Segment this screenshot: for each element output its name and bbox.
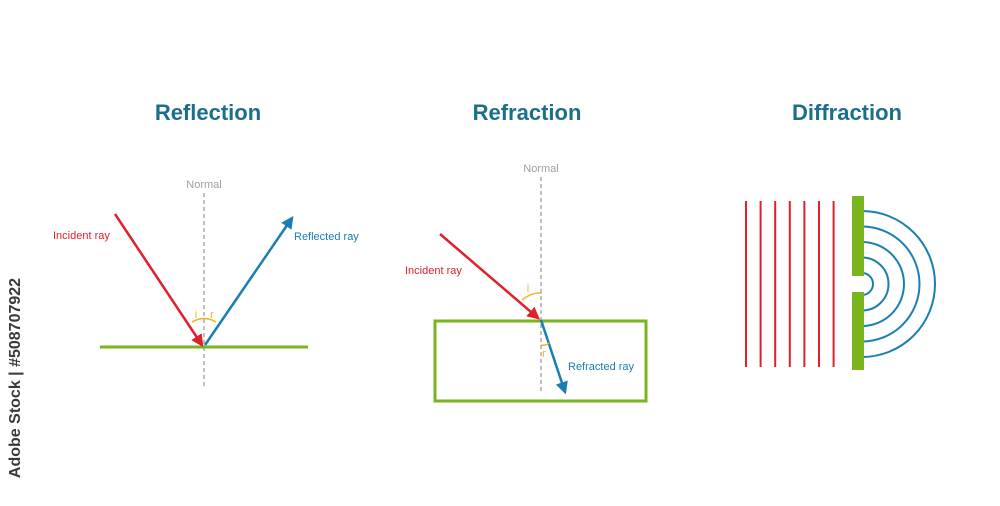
reflection-angle-arc	[191, 317, 217, 323]
barrier-top	[852, 196, 864, 276]
stock-credit: Adobe Stock | #508707922	[2, 268, 30, 488]
refraction-incident-ray	[439, 233, 540, 320]
refraction-angle-arc-r	[540, 342, 550, 346]
barrier-bottom	[852, 292, 864, 370]
diffracted-waves	[861, 210, 936, 358]
diffraction-title: Diffraction	[792, 100, 902, 125]
refraction-title: Refraction	[473, 100, 582, 125]
diffracted-wave-arc	[861, 241, 905, 327]
diffracted-wave-arc	[861, 272, 874, 296]
reflection-panel: Reflection Normal i r Incident ray Refle…	[53, 100, 359, 388]
incident-ray-label: Incident ray	[53, 230, 110, 242]
incoming-wavefronts	[745, 201, 835, 367]
refraction-incident-label: Incident ray	[405, 265, 462, 277]
diffracted-wave-arc	[861, 225, 921, 343]
diffracted-wave-arc	[861, 210, 936, 358]
refraction-angle-arc-i	[521, 292, 543, 301]
reflection-angle-r: r	[210, 309, 214, 321]
reflection-angle-i: i	[195, 309, 197, 321]
reflected-ray	[203, 215, 294, 346]
reflection-normal-label: Normal	[186, 179, 221, 191]
reflection-title: Reflection	[155, 100, 261, 125]
refracted-ray-label: Refracted ray	[568, 361, 635, 373]
refracted-ray	[539, 319, 568, 395]
refraction-angle-i: i	[527, 283, 529, 295]
refraction-normal-label: Normal	[523, 163, 558, 175]
incident-ray	[113, 213, 204, 348]
diffracted-wave-arc	[861, 256, 890, 312]
diffraction-panel: Diffraction	[745, 100, 936, 370]
refraction-panel: Refraction Normal i r Incident ray Refra…	[405, 100, 648, 403]
refraction-angle-r: r	[542, 348, 546, 360]
stock-credit-text: Adobe Stock | #508707922	[7, 277, 24, 479]
reflected-ray-label: Reflected ray	[294, 231, 359, 243]
